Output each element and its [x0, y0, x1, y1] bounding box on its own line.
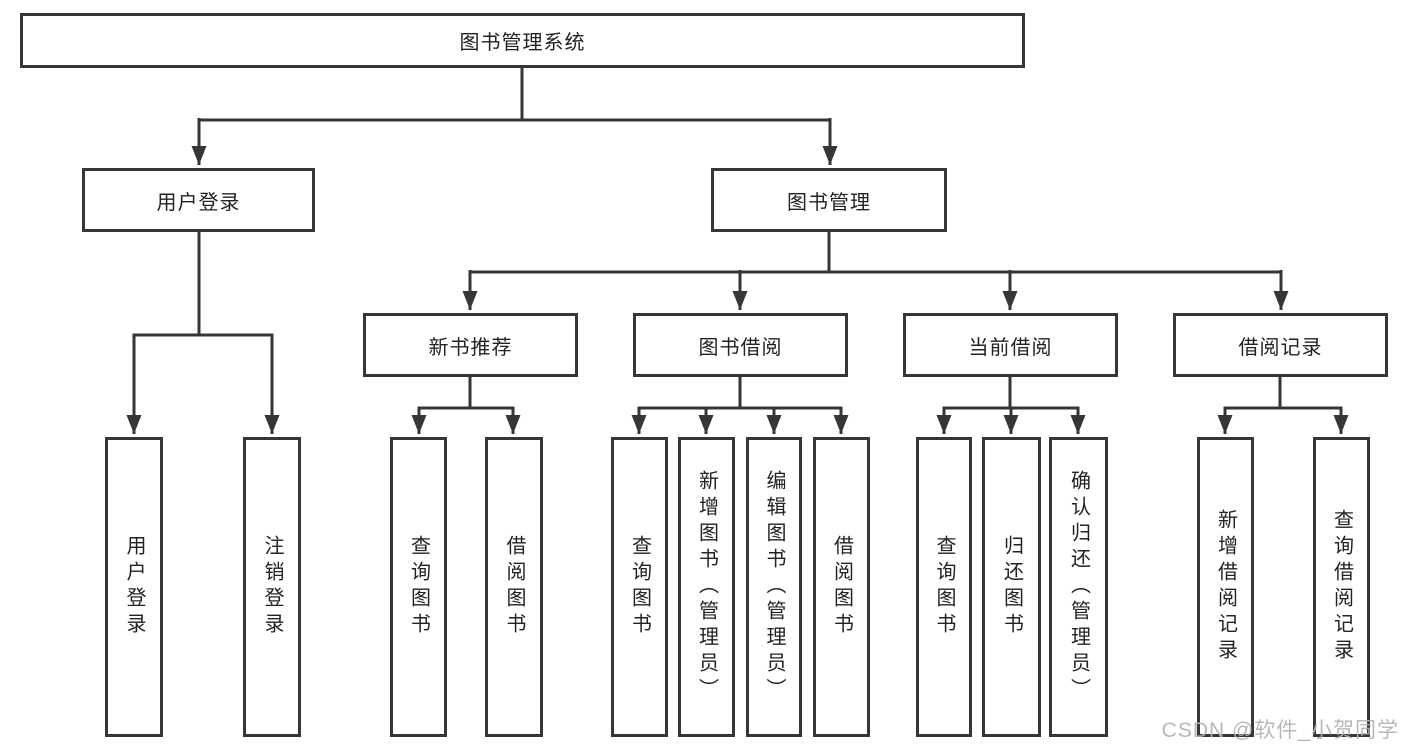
- leaf-borrow-books-borrow-label: 借阅图书: [830, 535, 853, 639]
- csdn-watermark: CSDN @软件_小贺同学: [1161, 719, 1399, 742]
- leaf-confirm-return-admin-label: 确认归还（管理员）: [1067, 470, 1090, 704]
- leaf-return-books: 归还图书: [982, 437, 1041, 737]
- leaf-logout-label: 注销登录: [261, 535, 283, 639]
- leaf-return-books-label: 归还图书: [1000, 535, 1023, 639]
- trunk-root: [197, 68, 832, 122]
- node-root: 图书管理系统: [20, 13, 1025, 68]
- node-book-management-label: 图书管理: [787, 191, 871, 214]
- leaf-borrow-books-recommend: 借阅图书: [485, 437, 543, 737]
- leaf-edit-books-admin: 编辑图书（管理员）: [746, 437, 802, 737]
- leaf-query-borrow-record: 查询借阅记录: [1313, 437, 1370, 737]
- node-new-book-recommend-label: 新书推荐: [428, 336, 513, 359]
- leaf-logout: 注销登录: [243, 437, 301, 737]
- leaf-query-borrow-record-label: 查询借阅记录: [1330, 509, 1353, 665]
- leaf-borrow-books-recommend-label: 借阅图书: [503, 535, 525, 639]
- leaf-user-login-label: 用户登录: [123, 535, 145, 639]
- trunk-new-book-recommend: [417, 377, 515, 410]
- trunk-user-login: [132, 232, 274, 337]
- leaf-add-books-admin-label: 新增图书（管理员）: [695, 470, 718, 704]
- node-current-borrow: 当前借阅: [903, 313, 1118, 377]
- trunk-current-borrow: [942, 377, 1080, 410]
- node-book-management: 图书管理: [711, 168, 947, 232]
- leaf-add-borrow-record: 新增借阅记录: [1197, 437, 1254, 737]
- trunk-book-borrow: [637, 377, 843, 410]
- node-book-borrow-label: 图书借阅: [698, 336, 783, 359]
- node-book-borrow: 图书借阅: [633, 313, 848, 377]
- leaf-add-books-admin: 新增图书（管理员）: [678, 437, 735, 737]
- leaf-query-books-current: 查询图书: [916, 437, 972, 737]
- node-current-borrow-label: 当前借阅: [968, 336, 1053, 359]
- trunk-book-management: [468, 232, 1283, 274]
- leaf-query-books-borrow: 查询图书: [611, 437, 668, 737]
- trunk-borrow-records: [1223, 377, 1343, 410]
- leaf-user-login: 用户登录: [105, 437, 163, 737]
- leaf-confirm-return-admin: 确认归还（管理员）: [1049, 437, 1108, 737]
- node-borrow-records: 借阅记录: [1173, 313, 1388, 377]
- leaf-query-books-borrow-label: 查询图书: [628, 535, 651, 639]
- leaf-query-books-current-label: 查询图书: [933, 535, 955, 639]
- node-root-label: 图书管理系统: [459, 32, 586, 54]
- node-new-book-recommend: 新书推荐: [363, 313, 578, 377]
- leaf-add-borrow-record-label: 新增借阅记录: [1214, 509, 1237, 665]
- node-user-login: 用户登录: [82, 168, 315, 232]
- leaf-query-books-recommend: 查询图书: [390, 437, 447, 737]
- leaf-query-books-recommend-label: 查询图书: [407, 535, 430, 639]
- node-user-login-label: 用户登录: [156, 191, 241, 214]
- node-borrow-records-label: 借阅记录: [1238, 336, 1323, 359]
- leaf-edit-books-admin-label: 编辑图书（管理员）: [763, 470, 785, 704]
- leaf-borrow-books-borrow: 借阅图书: [813, 437, 870, 737]
